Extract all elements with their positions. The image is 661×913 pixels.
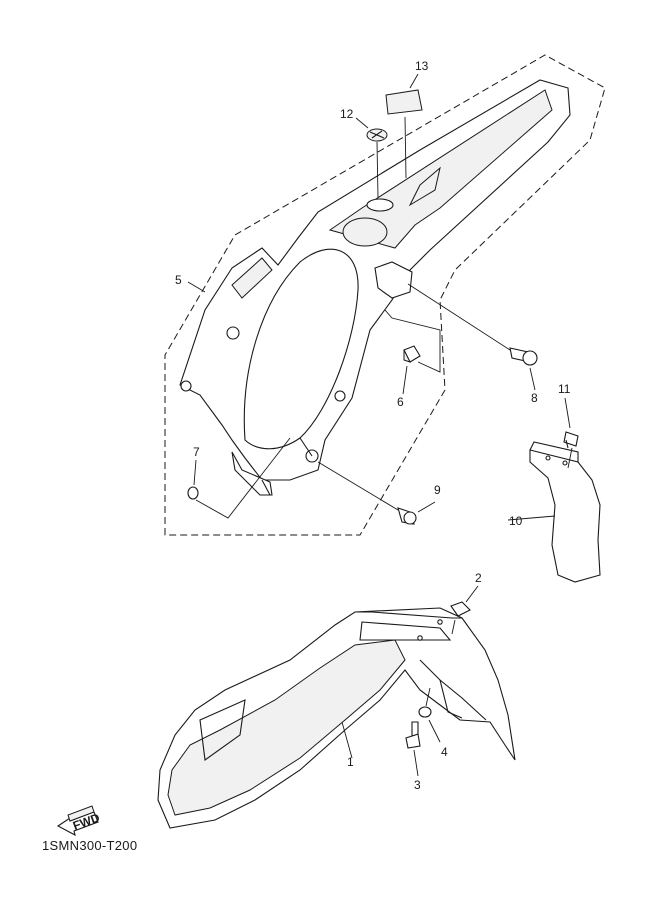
callout-2: 2 [475, 571, 482, 585]
part-1-front-fender [157, 607, 516, 829]
rear-fender [179, 79, 571, 496]
callout-8: 8 [531, 391, 538, 405]
part-8-bolt [407, 283, 538, 391]
callout-12: 12 [340, 107, 354, 121]
callout-6: 6 [397, 395, 404, 409]
part-4-washer [418, 687, 441, 743]
part-10-mudflap [507, 441, 601, 583]
part-13-label [385, 89, 423, 115]
callout-1: 1 [347, 755, 354, 769]
callout-10: 10 [509, 514, 523, 528]
part-2-nut [450, 585, 479, 635]
forward-direction-arrow: FWD [56, 805, 102, 837]
part-6-nut [384, 309, 441, 395]
part-7-grommet [187, 437, 291, 519]
callout-7: 7 [193, 445, 200, 459]
part-12-clip [355, 117, 388, 199]
part-11-screw [563, 397, 579, 469]
callout-3: 3 [414, 778, 421, 792]
callout-9: 9 [434, 483, 441, 497]
diagram-code: 1SMN300-T200 [42, 838, 138, 853]
part-3-bolt [405, 721, 421, 777]
callout-13: 13 [415, 59, 429, 73]
assembly-boundary-dashed [164, 54, 606, 536]
part-9-bolt [317, 461, 436, 525]
callout-5: 5 [175, 273, 182, 287]
callout-4: 4 [441, 745, 448, 759]
callout-11: 11 [558, 382, 571, 396]
